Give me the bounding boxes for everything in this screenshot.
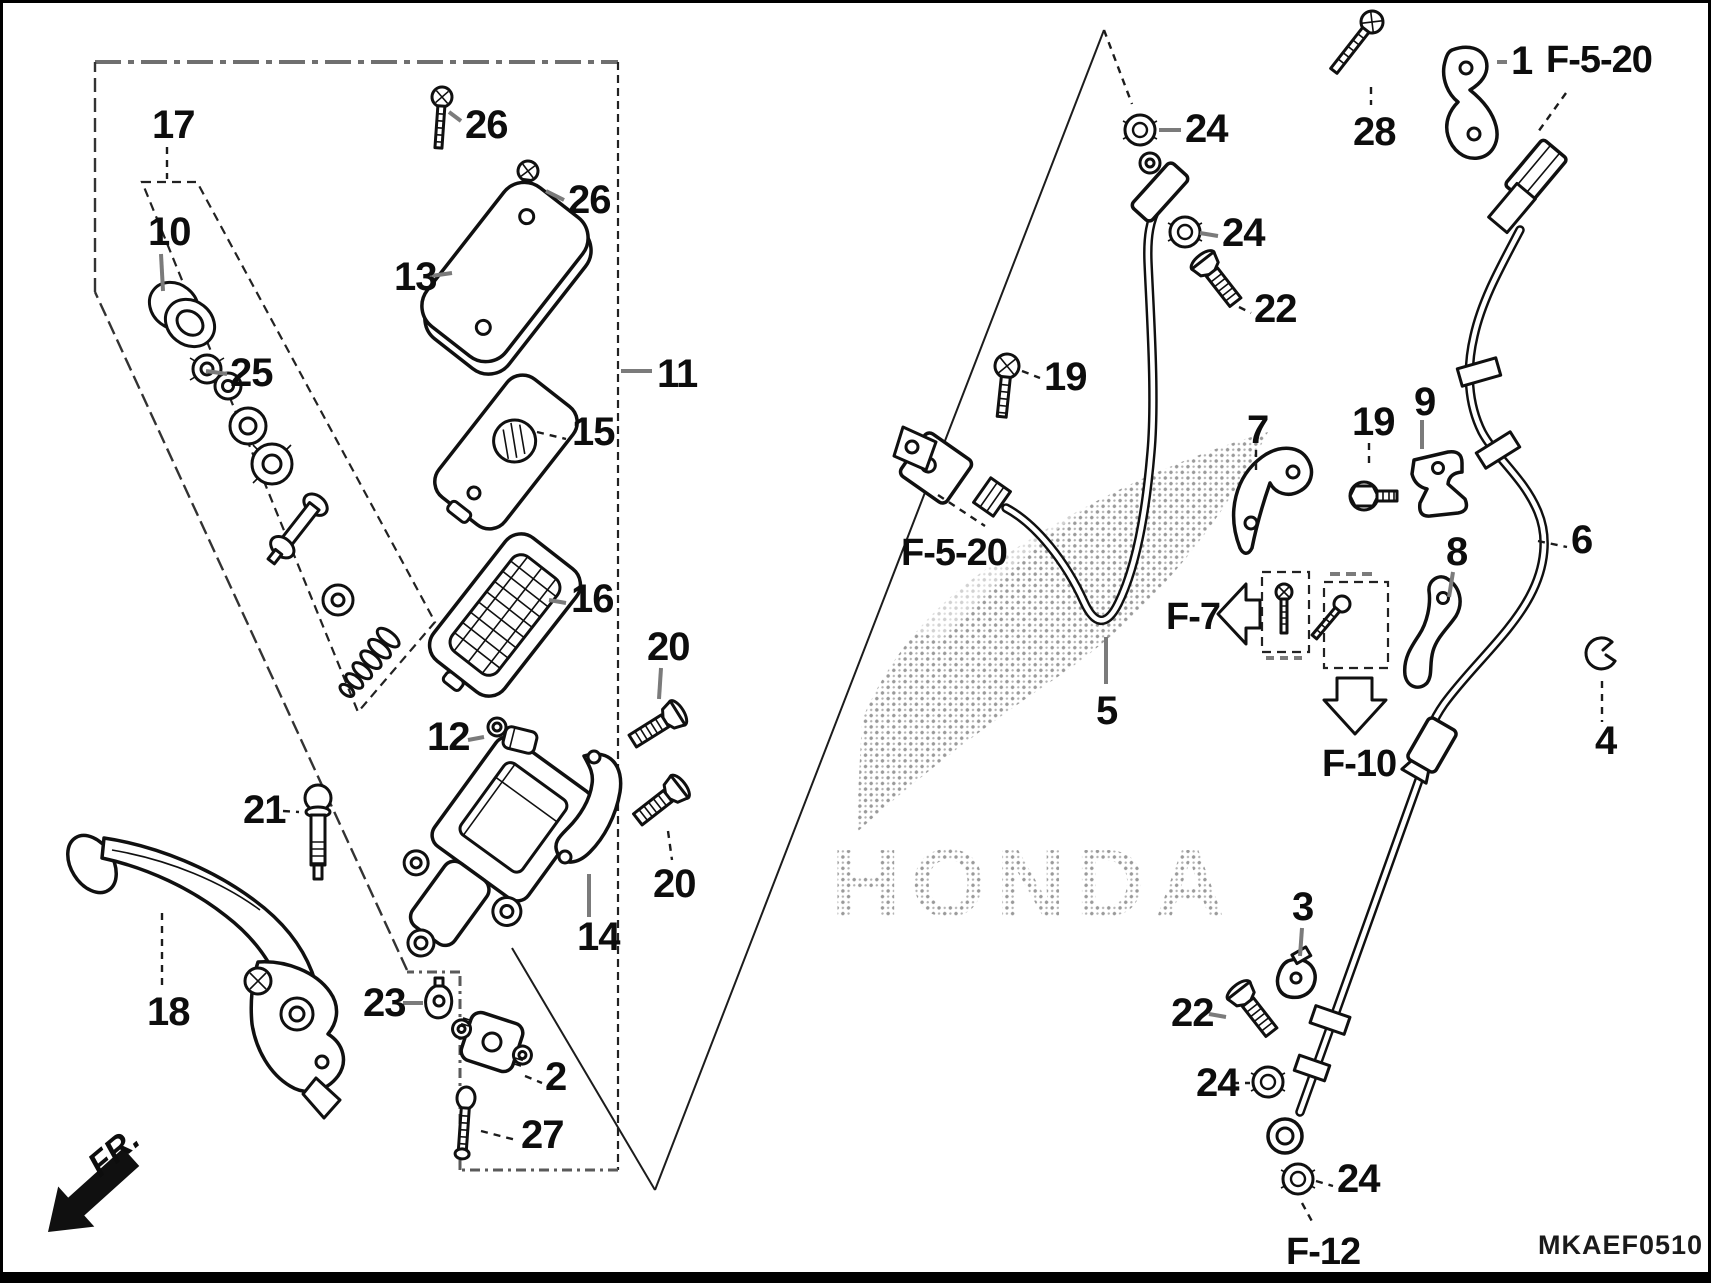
stay-bracket-8 bbox=[1402, 575, 1462, 689]
part-label-26b: 26 bbox=[568, 178, 611, 222]
part-label-24a: 24 bbox=[1185, 107, 1229, 151]
leader-lines-solid bbox=[159, 60, 1507, 1019]
part-label-10: 10 bbox=[148, 210, 191, 254]
part-label-6: 6 bbox=[1571, 518, 1592, 562]
f7-arrow bbox=[1216, 582, 1262, 646]
explosion-wedge-lines bbox=[511, 29, 1134, 1191]
f7-detail-boxes bbox=[1260, 570, 1390, 670]
part-label-23: 23 bbox=[363, 981, 406, 1025]
fr-direction-label: FR. bbox=[81, 1120, 147, 1184]
part-label-24d: 24 bbox=[1337, 1157, 1381, 1201]
bolt-19-right bbox=[1348, 480, 1399, 512]
pivot-bolt-21 bbox=[303, 783, 333, 881]
set-plate-15 bbox=[433, 373, 579, 531]
clamp-half-14 bbox=[554, 749, 623, 865]
honda-wing-watermark: HONDA bbox=[831, 432, 1268, 937]
reservoir-cover-13 bbox=[420, 180, 593, 376]
master-cylinder-body bbox=[402, 735, 595, 958]
ref-label-f520-left: F-5-20 bbox=[901, 532, 1007, 574]
f10-arrow bbox=[1322, 676, 1388, 736]
bolt-28 bbox=[1329, 9, 1385, 75]
stay-bracket-9 bbox=[1410, 449, 1469, 518]
part-label-28: 28 bbox=[1353, 110, 1396, 154]
clamp-12 bbox=[486, 716, 539, 755]
detail-box-border bbox=[93, 60, 620, 1172]
part-label-9: 9 bbox=[1414, 380, 1435, 424]
spring-washer bbox=[321, 583, 355, 617]
brake-hose-5 bbox=[892, 151, 1190, 625]
part-label-1: 1 bbox=[1511, 39, 1533, 83]
part-label-15: 15 bbox=[572, 410, 615, 454]
part-label-20b: 20 bbox=[653, 862, 696, 906]
part-label-24b: 24 bbox=[1222, 211, 1266, 255]
hose-clamp-3 bbox=[1275, 945, 1317, 1000]
part-label-20a: 20 bbox=[647, 625, 690, 669]
ref-label-f10: F-10 bbox=[1322, 743, 1396, 785]
figure-code: MKAEF0510 bbox=[1538, 1230, 1703, 1260]
part-label-11: 11 bbox=[657, 352, 698, 396]
banjo-bolt-22-bottom bbox=[1222, 975, 1284, 1043]
boot-10 bbox=[147, 280, 217, 349]
part-label-21: 21 bbox=[243, 788, 286, 832]
part-label-13: 13 bbox=[394, 255, 437, 299]
screw-26-upper bbox=[426, 84, 455, 151]
ref-label-f7: F-7 bbox=[1166, 596, 1220, 638]
spring bbox=[338, 626, 401, 698]
brake-hose-6 bbox=[1266, 138, 1568, 1155]
seal-ring bbox=[228, 406, 268, 446]
cup-seal bbox=[250, 442, 294, 486]
part-label-24c: 24 bbox=[1196, 1061, 1240, 1105]
part-label-17: 17 bbox=[152, 103, 195, 147]
hose-6-top-crimp bbox=[1487, 181, 1537, 235]
hose-clamp-7 bbox=[1231, 446, 1314, 555]
piston-assembly bbox=[266, 492, 329, 566]
page-border-bottom bbox=[0, 1272, 1711, 1283]
washer-24-top2 bbox=[1166, 215, 1204, 249]
clip-4 bbox=[1584, 636, 1617, 671]
part-label-16: 16 bbox=[571, 577, 614, 621]
part-label-26a: 26 bbox=[465, 103, 508, 147]
part-label-18: 18 bbox=[147, 990, 190, 1034]
stay-bracket-1 bbox=[1441, 45, 1499, 160]
part-label-3: 3 bbox=[1292, 885, 1313, 929]
washer-24-mid bbox=[1249, 1065, 1287, 1099]
diaphragm-16 bbox=[427, 532, 583, 698]
part-label-8: 8 bbox=[1446, 530, 1468, 574]
fr-direction-arrow bbox=[48, 1148, 140, 1232]
part-label-4: 4 bbox=[1595, 719, 1618, 763]
kit-17-box-border bbox=[140, 180, 437, 715]
washer-24-bottom bbox=[1279, 1162, 1317, 1196]
leader-lines-dashed bbox=[160, 87, 1604, 1226]
bolt-19-left bbox=[993, 352, 1021, 419]
part-label-19a: 19 bbox=[1044, 355, 1087, 399]
part-label-22b: 22 bbox=[1171, 991, 1214, 1035]
part-label-14: 14 bbox=[577, 915, 621, 959]
part-label-12: 12 bbox=[427, 715, 470, 759]
part-label-19b: 19 bbox=[1352, 400, 1395, 444]
ref-label-f520-right: F-5-20 bbox=[1546, 39, 1652, 81]
washers-25 bbox=[189, 353, 243, 401]
banjo-bolt-22-top bbox=[1186, 245, 1248, 313]
part-label-25: 25 bbox=[230, 351, 273, 395]
lever-holder-2 bbox=[451, 1010, 533, 1074]
part-label-7: 7 bbox=[1247, 408, 1268, 452]
ref-label-f12: F-12 bbox=[1286, 1231, 1360, 1273]
part-label-22a: 22 bbox=[1254, 287, 1297, 331]
part-label-27: 27 bbox=[521, 1113, 564, 1157]
washer-24-top1 bbox=[1121, 113, 1159, 147]
part-label-5: 5 bbox=[1096, 689, 1118, 733]
grommet-23 bbox=[424, 976, 454, 1020]
part-label-2: 2 bbox=[545, 1055, 566, 1099]
brake-lever-18 bbox=[66, 833, 346, 1120]
hose-joint-f10 bbox=[1400, 716, 1458, 785]
screw-27 bbox=[453, 1085, 477, 1161]
honda-watermark-text: HONDA bbox=[831, 830, 1235, 937]
bolt-20-upper bbox=[623, 696, 692, 755]
bolt-20-lower bbox=[627, 770, 695, 832]
